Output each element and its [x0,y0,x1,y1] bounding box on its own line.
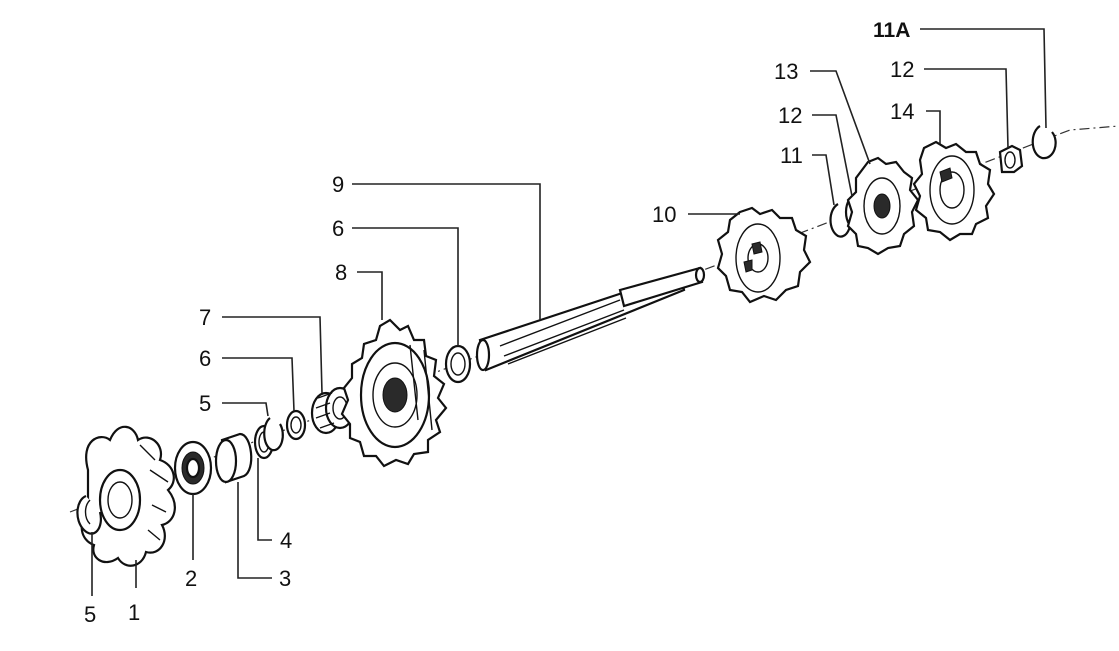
label-14: 14 [890,99,914,124]
part-1-sprocket [80,425,176,567]
label-11: 11 [780,143,803,168]
center-axis [69,125,1119,513]
part-2-bearing [173,440,213,496]
label-4: 4 [280,528,292,553]
part-3-sleeve [214,432,253,484]
part-5-circlip-left [76,494,102,535]
part-12-bushing-upper [998,144,1024,174]
label-7: 7 [199,305,211,330]
part-6-washer-lower [285,409,307,441]
label-13: 13 [774,59,798,84]
label-5-lower: 5 [84,602,96,627]
label-5-upper: 5 [199,391,211,416]
label-12-lower: 12 [778,103,802,128]
part-5-circlip-upper [263,417,284,452]
label-10: 10 [652,202,676,227]
part-13-gear [846,156,920,256]
part-14-gear [912,140,996,242]
part-8-large-gear [340,318,448,468]
label-9: 9 [332,172,344,197]
label-1: 1 [128,600,140,625]
part-9-shaft [475,266,706,372]
label-11a: 11A [873,19,910,42]
part-10-gear [716,206,812,304]
label-12-upper: 12 [890,57,914,82]
label-8: 8 [335,260,347,285]
part-11a-clip [1031,125,1057,160]
label-6-upper: 6 [332,216,344,241]
label-6-lower: 6 [199,346,211,371]
part-6-washer-upper [444,344,472,384]
label-3: 3 [279,566,291,591]
leader-lines [91,28,1047,596]
label-2: 2 [185,566,197,591]
